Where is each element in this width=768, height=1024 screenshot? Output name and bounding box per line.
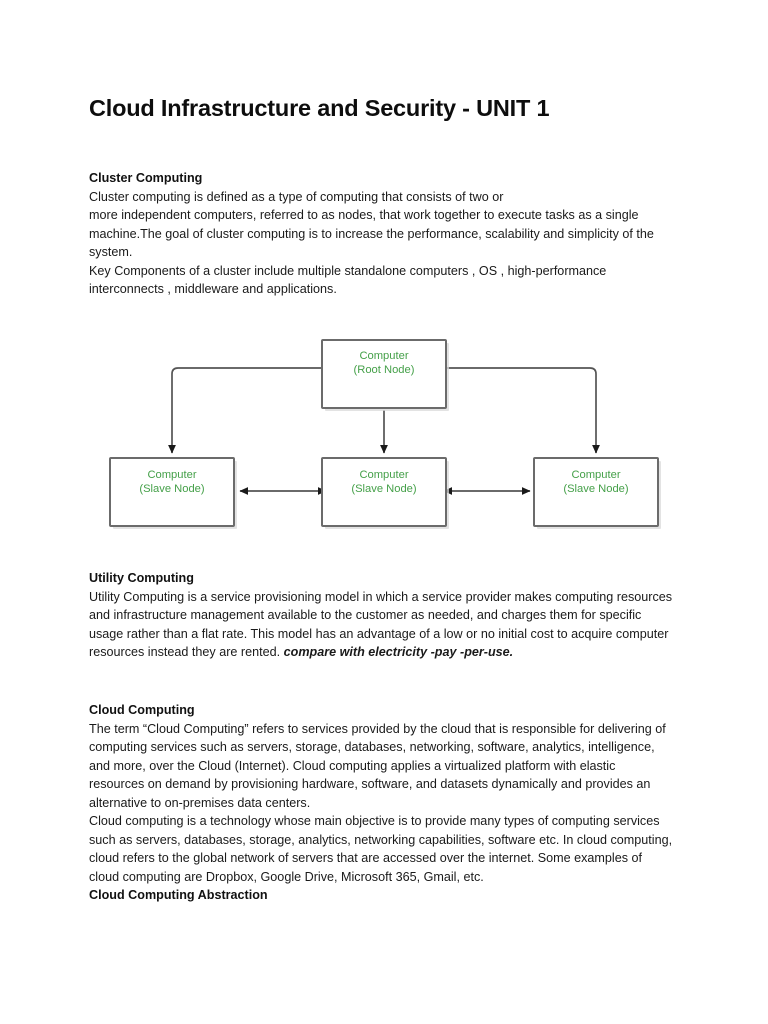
cloud-computing-paragraph-2: Cloud computing is a technology whose ma…	[89, 814, 673, 884]
diagram-node-slave3-line2: (Slave Node)	[563, 483, 629, 495]
document-header: Cloud Infrastructure and Security - UNIT…	[89, 0, 679, 123]
utility-computing-heading: Utility Computing	[89, 571, 194, 585]
utility-computing-emphasis-text: compare with electricity -pay -per-use.	[283, 645, 514, 660]
connector-root-to-slave1	[168, 367, 322, 454]
diagram-node-slave1-line2: (Slave Node)	[139, 483, 205, 495]
section-cloud-computing: Cloud Computing The term “Cloud Computin…	[89, 701, 674, 905]
diagram-node-slave1: Computer (Slave Node)	[109, 457, 237, 529]
cluster-computing-line-2: more independent computers, referred to …	[89, 208, 654, 260]
diagram-node-root: Computer (Root Node)	[321, 339, 449, 411]
diagram-node-slave3: Computer (Slave Node)	[533, 457, 661, 529]
diagram-node-slave2: Computer (Slave Node)	[321, 457, 449, 529]
page-title: Cloud Infrastructure and Security - UNIT…	[89, 95, 550, 121]
cluster-computing-line-3: Key Components of a cluster include mult…	[89, 263, 607, 297]
cloud-computing-heading: Cloud Computing	[89, 703, 195, 717]
diagram-node-slave1-line1: Computer	[147, 469, 196, 481]
cluster-architecture-diagram: Computer (Root Node) Computer (Slave Nod…	[100, 328, 680, 543]
section-cluster-computing: Cluster Computing Cluster computing is d…	[89, 169, 674, 299]
cluster-computing-heading: Cluster Computing	[89, 171, 203, 185]
diagram-node-root-line2: (Root Node)	[354, 364, 415, 376]
cloud-computing-abstraction-subheading: Cloud Computing Abstraction	[89, 888, 268, 903]
utility-computing-body-text: Utility Computing is a service provision…	[89, 589, 673, 660]
cloud-computing-paragraph-1: The term “Cloud Computing” refers to ser…	[89, 721, 666, 810]
cluster-computing-line-1: Cluster computing is defined as a type o…	[89, 189, 504, 204]
diagram-node-slave2-line1: Computer	[359, 469, 408, 481]
diagram-node-slave3-line1: Computer	[571, 469, 620, 481]
utility-computing-paragraph: Utility Computing is a service provision…	[89, 588, 674, 662]
section-utility-computing: Utility Computing Utility Computing is a…	[89, 569, 674, 662]
connector-root-to-slave3	[446, 367, 600, 454]
diagram-node-root-line1: Computer	[359, 350, 408, 362]
diagram-node-slave2-line2: (Slave Node)	[351, 483, 417, 495]
